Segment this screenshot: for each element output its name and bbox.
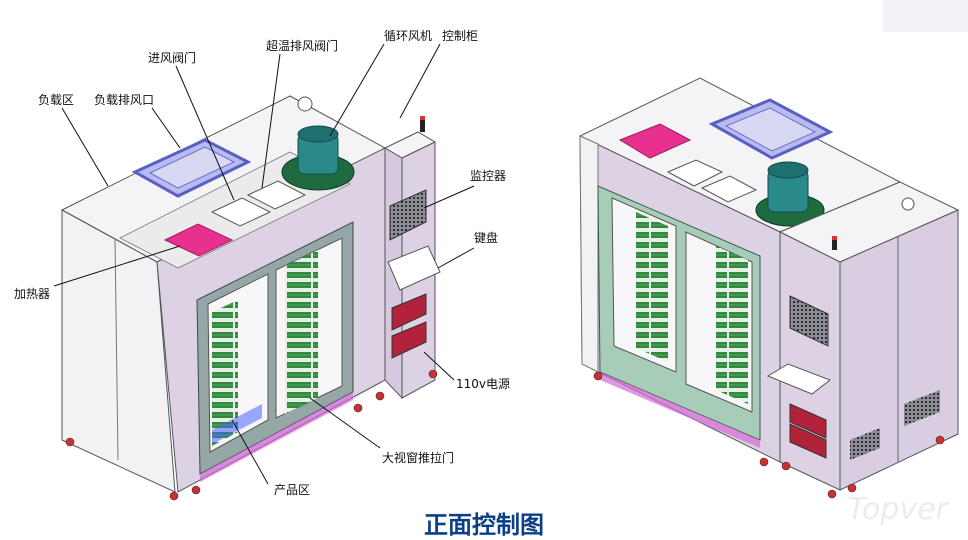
label-sliding-door: 大视窗推拉门 xyxy=(382,450,454,465)
left-rack-a xyxy=(212,300,238,446)
right-power-box-1 xyxy=(789,403,827,439)
callout-labels: 负载区 负载排风口 进风阀门 超温排风阀门 循环风机 控制柜 监控器 键盘 加热… xyxy=(14,29,510,497)
right-casters xyxy=(593,371,945,499)
corner-bar xyxy=(883,0,968,32)
right-monitor-grill xyxy=(789,295,829,347)
label-overtemp-damper: 超温排风阀门 xyxy=(266,38,338,53)
right-vent-grill-2 xyxy=(904,390,940,426)
right-rack-a xyxy=(636,212,668,362)
watermark-logo: Topver xyxy=(847,492,948,527)
right-chamber xyxy=(578,77,902,463)
right-heater-pad xyxy=(618,123,692,159)
fan-port xyxy=(297,96,313,112)
right-rack-b xyxy=(716,246,748,404)
label-control-cabinet: 控制柜 xyxy=(442,29,478,43)
label-load-zone: 负载区 xyxy=(38,93,74,107)
left-chamber xyxy=(60,95,387,493)
left-keyboard-tray xyxy=(387,245,441,291)
left-control-cabinet xyxy=(383,116,441,400)
label-monitor: 监控器 xyxy=(470,169,506,183)
right-keyboard-tray xyxy=(766,363,832,395)
right-vent-grill-1 xyxy=(850,428,880,460)
overtemp-damper-box xyxy=(246,180,307,210)
right-cabinet-side xyxy=(839,209,959,491)
inlet-damper-box xyxy=(210,197,272,227)
right-side-white xyxy=(579,135,599,373)
label-inlet-damper: 进风阀门 xyxy=(148,50,196,65)
right-power-box-2 xyxy=(789,423,827,459)
label-heater: 加热器 xyxy=(14,287,50,301)
leader-lines xyxy=(53,43,475,485)
left-monitor-grill xyxy=(389,189,427,241)
label-circ-fan: 循环风机 xyxy=(384,29,432,43)
figure-caption: 正面控制图 xyxy=(424,510,544,539)
right-control-cabinet xyxy=(766,181,960,491)
left-rack-b xyxy=(285,250,318,414)
heater-pad xyxy=(163,223,234,257)
left-power-box-1 xyxy=(391,293,427,331)
left-casters xyxy=(65,369,438,501)
label-power: 110v电源 xyxy=(456,377,510,391)
label-keyboard: 键盘 xyxy=(474,230,498,245)
label-load-exhaust: 负载排风口 xyxy=(94,93,154,107)
label-product-zone: 产品区 xyxy=(274,483,310,497)
left-power-box-2 xyxy=(391,321,427,359)
